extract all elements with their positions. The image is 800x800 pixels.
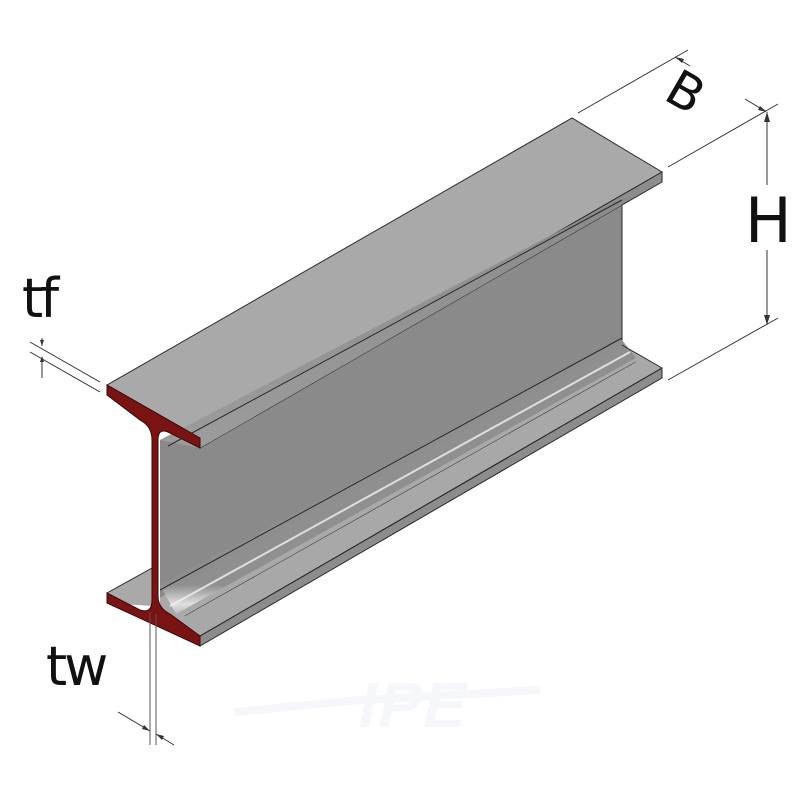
label-tw: tw [46, 635, 108, 698]
cross-section [106, 384, 201, 647]
watermark-text: IPE [352, 669, 477, 741]
dimension-h [667, 112, 779, 381]
dimension-tf [29, 338, 101, 393]
bottom-flange [106, 337, 663, 647]
dimension-b [577, 49, 779, 168]
label-tf: tf [22, 267, 59, 330]
dimension-tw [117, 612, 175, 746]
beam-web [160, 205, 623, 598]
top-flange [105, 117, 663, 449]
label-h: H [745, 184, 792, 257]
watermark-swoosh [234, 686, 541, 716]
